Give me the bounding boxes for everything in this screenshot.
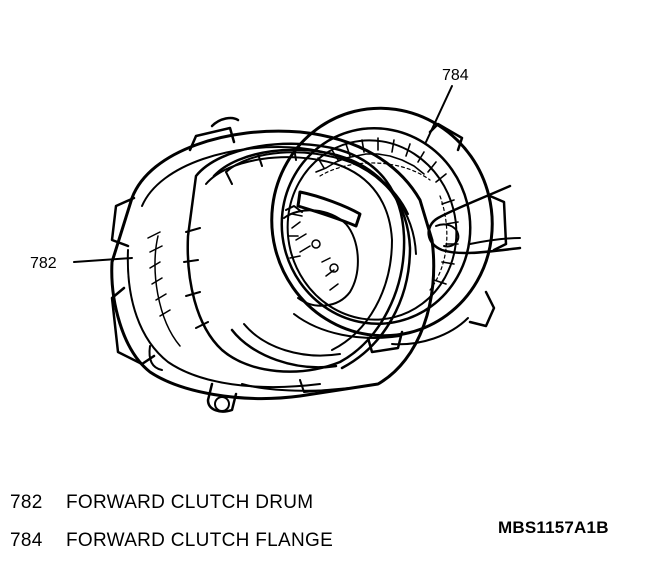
figure-code: MBS1157A1B — [498, 518, 609, 537]
legend-row: 782 FORWARD CLUTCH DRUM — [10, 492, 313, 514]
leader-line-782 — [73, 257, 133, 263]
callout-782: 782 — [30, 255, 57, 272]
leader-line-784 — [425, 85, 453, 143]
legend-number: 782 — [10, 492, 43, 513]
forward-clutch-flange — [270, 106, 508, 354]
hand — [427, 184, 522, 255]
forward-clutch-drum — [110, 116, 436, 413]
legend-label: FORWARD CLUTCH FLANGE — [66, 530, 334, 551]
legend-row: 784 FORWARD CLUTCH FLANGE — [10, 530, 333, 552]
legend-label: FORWARD CLUTCH DRUM — [66, 492, 314, 513]
clutch-hub — [283, 190, 362, 307]
callout-784: 784 — [442, 67, 469, 84]
clutch-plate-stack — [183, 142, 417, 373]
legend-number: 784 — [10, 530, 43, 551]
